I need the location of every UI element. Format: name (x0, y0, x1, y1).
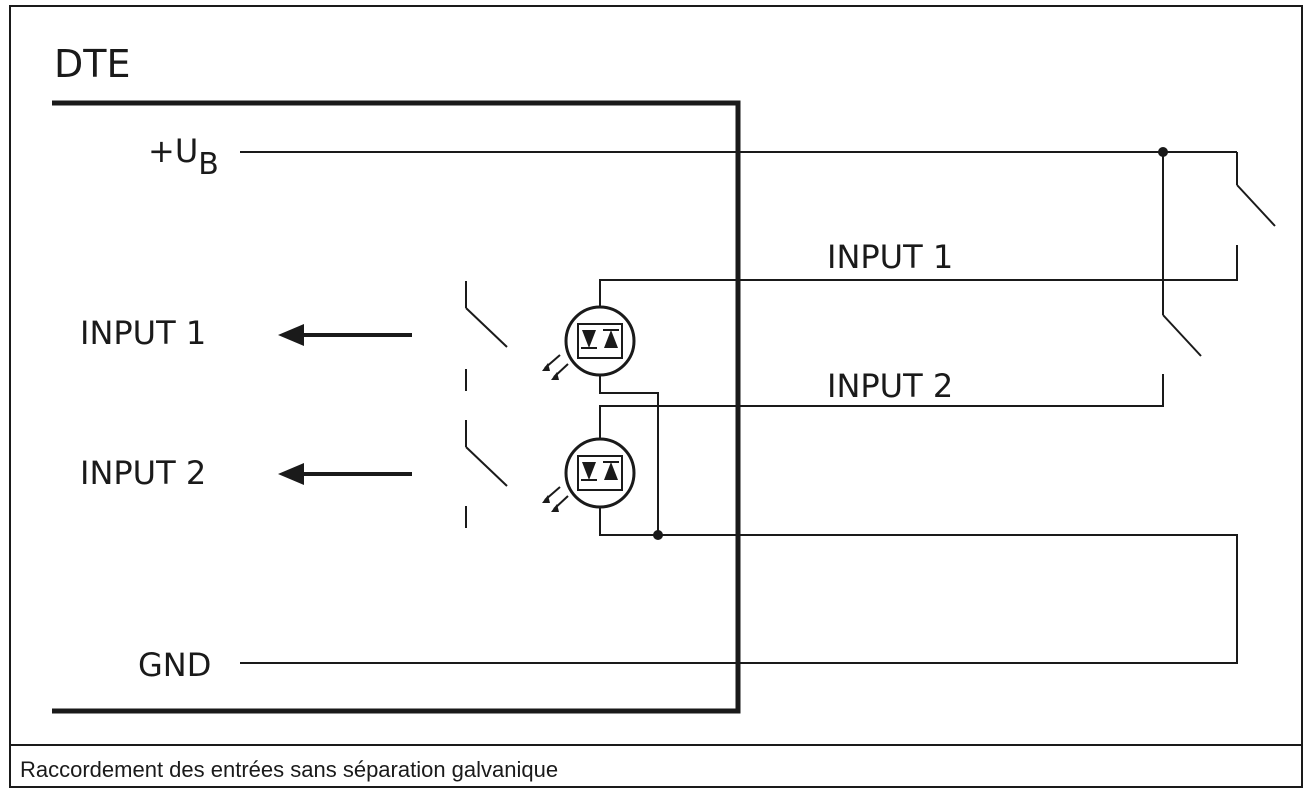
dte-title: DTE (54, 42, 130, 86)
optocoupler-2-icon (542, 437, 636, 512)
junction-dot (1158, 147, 1168, 157)
junction-dot (653, 530, 663, 540)
wires (240, 151, 1276, 664)
inner-input-2-label: INPUT 2 (80, 454, 206, 492)
optocoupler-1-icon (542, 305, 636, 380)
ground-label: GND (138, 646, 211, 684)
external-input-2-label: INPUT 2 (827, 367, 953, 405)
opto-switch-1-icon (465, 281, 508, 391)
input-1-arrow-icon (278, 324, 412, 346)
diagram-caption: Raccordement des entrées sans séparation… (20, 757, 558, 782)
supply-label: +UB (148, 132, 219, 182)
inner-input-1-label: INPUT 1 (80, 314, 206, 352)
external-input-1-label: INPUT 1 (827, 238, 953, 276)
opto-switch-2-icon (465, 420, 508, 528)
input-2-arrow-icon (278, 463, 412, 485)
outer-frame (9, 5, 1303, 788)
